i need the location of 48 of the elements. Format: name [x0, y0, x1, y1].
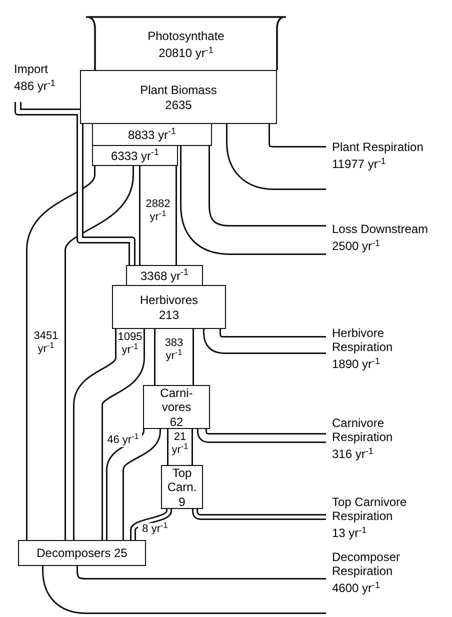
- flow-label: 46 yr$^{-1}$: [104, 434, 142, 447]
- flow-name: Top Carnivore Respiration: [332, 495, 408, 523]
- compartment-box: [80, 70, 277, 124]
- flow-name: Carnivore Respiration: [332, 416, 394, 444]
- flow-value: 1890 yr$^{-1}$: [332, 357, 382, 371]
- flow-value: 13 yr$^{-1}$: [332, 526, 368, 540]
- box-title: Herbivores: [140, 292, 198, 306]
- compartment-box: [112, 285, 226, 329]
- flow-value: 4600 yr$^{-1}$: [332, 581, 382, 595]
- compartment-box: [92, 123, 212, 146]
- flow-label: 21 yr$^{-1}$: [169, 431, 191, 457]
- flow-pipe: [167, 429, 193, 465]
- box-title: Decomposers 25: [36, 546, 128, 560]
- box-value: 9: [178, 494, 186, 508]
- flow-pipe: [192, 508, 326, 520]
- flow-name: Import: [14, 62, 50, 76]
- compartment-box: [18, 540, 146, 566]
- flow-value: 11977 yr$^{-1}$: [332, 157, 387, 171]
- box-value: 62: [168, 414, 184, 428]
- flow-pipe: [130, 508, 172, 540]
- box-title: 3368 yr$^{-1}$: [140, 268, 189, 282]
- flared-box: [86, 15, 286, 70]
- box-title: Top Carn.: [166, 466, 198, 494]
- compartment-box: [143, 385, 210, 429]
- box-title: Carni-vores: [159, 386, 194, 414]
- flow-value: 486 yr$^{-1}$: [14, 79, 56, 93]
- flow-name: Loss Downstream: [332, 222, 430, 236]
- compartment-box: [126, 265, 203, 286]
- box-title: Photosynthate: [148, 29, 224, 43]
- flow-pipe: [180, 146, 326, 255]
- flow-pipe: [73, 329, 145, 540]
- flow-pipe: [139, 166, 177, 265]
- flow-label: 1095 yr$^{-1}$: [117, 331, 143, 357]
- compartment-box: [161, 465, 203, 509]
- flow-value: 2500 yr$^{-1}$: [332, 239, 382, 253]
- flow-name: Herbivore Respiration: [332, 326, 394, 354]
- flow-name: Plant Respiration: [332, 140, 424, 154]
- flow-value: 316 yr$^{-1}$: [332, 447, 374, 461]
- box-value: 20810 yr$^{-1}$: [158, 46, 214, 60]
- compartment-box: [92, 145, 178, 166]
- box-value: 2635: [165, 98, 192, 112]
- flow-name: Decomposer Respiration: [332, 550, 402, 578]
- box-title: Plant Biomass: [140, 82, 217, 96]
- box-title: 8833 yr$^{-1}$: [128, 128, 176, 142]
- flow-pipe: [154, 329, 194, 385]
- flow-pipe: [14, 102, 136, 265]
- box-value: 213: [158, 308, 180, 322]
- box-title: 6333 yr$^{-1}$: [110, 148, 160, 162]
